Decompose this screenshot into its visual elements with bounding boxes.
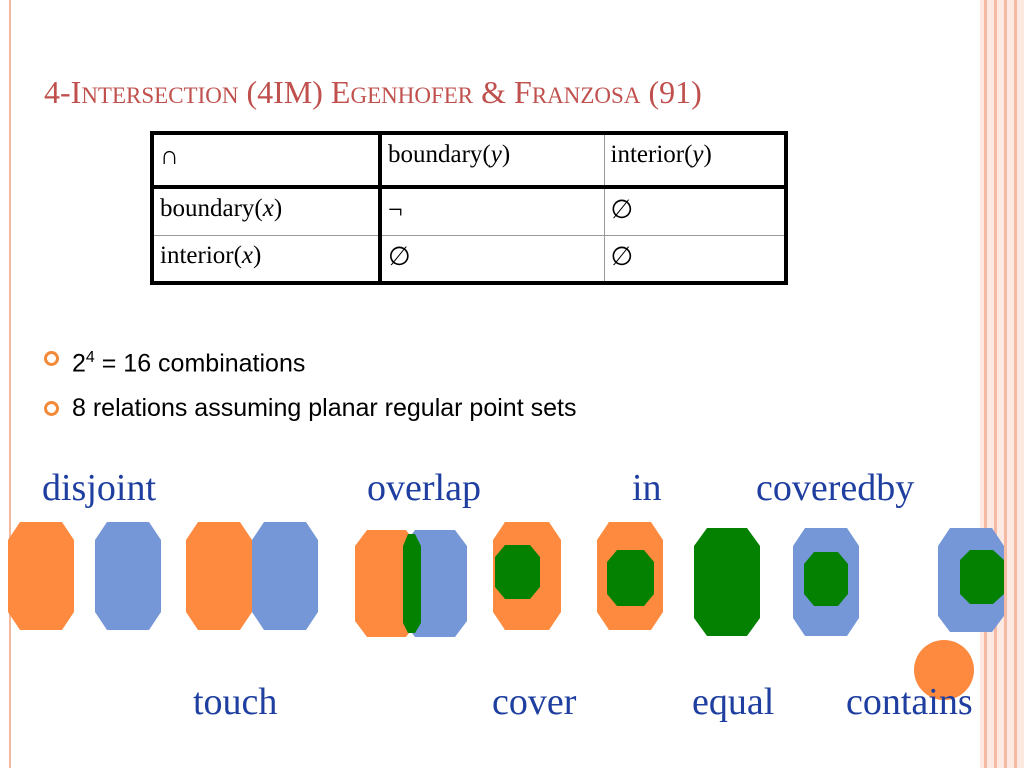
matrix-col-header: interior(y)	[603, 132, 787, 189]
ring-bullet-icon	[44, 401, 59, 416]
matrix-row-header: boundary(x)	[151, 186, 382, 236]
bullet-list: 24 = 16 combinations 8 relations assumin…	[40, 340, 576, 440]
right-stripes	[980, 0, 1024, 768]
matrix-cell: ∅	[603, 234, 787, 284]
relation-label-equal: equal	[692, 681, 775, 723]
contains-shape-inner	[960, 550, 1004, 604]
matrix-cell: ∅	[379, 234, 605, 284]
matrix-header-row: ∩ boundary(y) interior(y)	[151, 132, 787, 189]
matrix-row-header: interior(x)	[151, 234, 382, 284]
in-shape-inner	[607, 550, 654, 606]
touch-shape-a	[186, 522, 252, 630]
matrix-col-header: boundary(y)	[379, 132, 605, 189]
relation-label-coveredby: coveredby	[756, 467, 915, 509]
relation-label-cover: cover	[492, 681, 577, 723]
relation-label-disjoint: disjoint	[42, 467, 157, 509]
disjoint-shape-b	[95, 522, 161, 630]
ring-bullet-icon	[44, 351, 59, 366]
intersection-matrix: ∩ boundary(y) interior(y) boundary(x) ¬ …	[150, 131, 788, 285]
bullet-item: 24 = 16 combinations	[40, 340, 576, 390]
bullet-item: 8 relations assuming planar regular poin…	[40, 390, 576, 440]
relation-label-overlap: overlap	[367, 467, 481, 509]
matrix-corner: ∩	[151, 132, 382, 189]
page-title: 4-INTERSECTION (4IM) EGENHOFER & FRANZOS…	[44, 74, 702, 110]
cover-shape-inner	[495, 545, 540, 599]
contains-circle	[914, 640, 974, 700]
matrix-cell: ∅	[603, 186, 787, 236]
relation-label-touch: touch	[193, 681, 278, 723]
matrix-row: boundary(x) ¬ ∅	[151, 186, 787, 236]
coveredby-shape-inner	[804, 552, 848, 606]
relation-label-contains: contains	[846, 681, 973, 723]
left-rule	[9, 0, 11, 768]
equal-shape	[694, 528, 760, 636]
touch-shape-b	[252, 522, 318, 630]
relation-figures	[8, 522, 1004, 700]
matrix-cell: ¬	[379, 186, 605, 236]
overlap-shape-a	[355, 530, 418, 637]
disjoint-shape-a	[8, 522, 74, 630]
overlap-region	[403, 534, 421, 633]
matrix-row: interior(x) ∅ ∅	[151, 234, 787, 284]
relation-label-in: in	[632, 467, 662, 509]
